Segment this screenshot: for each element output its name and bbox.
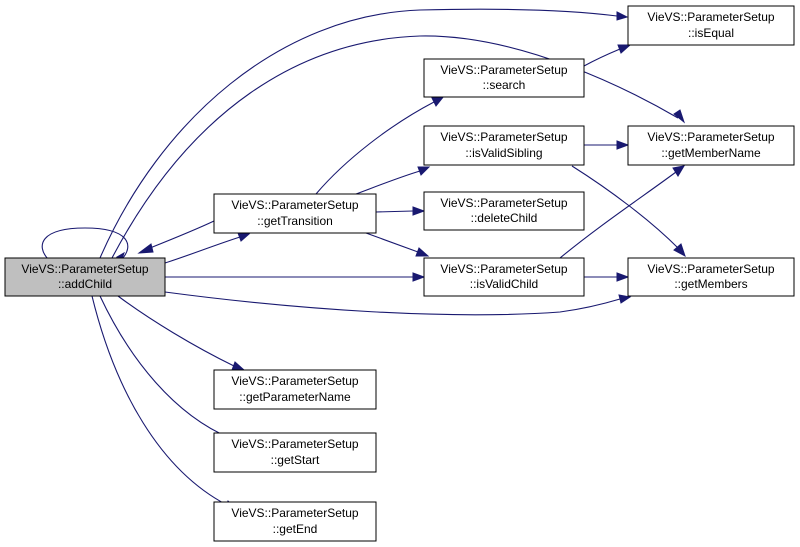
node-getStart[interactable]: VieVS::ParameterSetup ::getStart	[213, 432, 377, 473]
edge-search-isEqual	[583, 44, 632, 67]
node-isValidSibling[interactable]: VieVS::ParameterSetup ::isValidSibling	[423, 125, 585, 166]
edge-getTransition-isValidSibling	[355, 166, 431, 195]
edge-isValidSibling-getMembers	[571, 165, 686, 258]
node-getParameterName-class: VieVS::ParameterSetup	[231, 374, 359, 388]
edge-getTransition-isValidChild	[365, 232, 430, 257]
node-getEnd[interactable]: VieVS::ParameterSetup ::getEnd	[213, 501, 377, 542]
node-getMemberName-method: ::getMemberName	[661, 146, 761, 160]
edge-addChild-getTransition	[164, 232, 251, 264]
edge-isValidSibling-getMemberName	[584, 140, 630, 150]
node-getTransition[interactable]: VieVS::ParameterSetup ::getTransition	[213, 193, 377, 234]
node-isEqual[interactable]: VieVS::ParameterSetup ::isEqual	[627, 5, 795, 46]
edge-addChild-getStart	[99, 295, 242, 443]
node-getEnd-class: VieVS::ParameterSetup	[231, 506, 359, 520]
edges-layer	[41, 8, 686, 510]
node-deleteChild-method: ::deleteChild	[471, 211, 538, 225]
node-getMembers-method: ::getMembers	[674, 277, 747, 291]
node-addChild-class: VieVS::ParameterSetup	[21, 262, 149, 276]
node-search[interactable]: VieVS::ParameterSetup ::search	[423, 58, 585, 98]
node-search-class: VieVS::ParameterSetup	[440, 63, 568, 77]
node-getMembers[interactable]: VieVS::ParameterSetup ::getMembers	[627, 257, 795, 297]
node-getMemberName-class: VieVS::ParameterSetup	[647, 130, 775, 144]
edge-isValidChild-getMemberName	[559, 165, 685, 259]
edge-addChild-getMembers	[164, 291, 632, 316]
node-isEqual-method: ::isEqual	[688, 26, 734, 40]
node-getTransition-method: ::getTransition	[257, 214, 333, 228]
node-isValidSibling-class: VieVS::ParameterSetup	[440, 130, 568, 144]
nodes-layer: VieVS::ParameterSetup ::addChild VieVS::…	[4, 5, 795, 542]
node-getStart-class: VieVS::ParameterSetup	[231, 437, 359, 451]
node-getEnd-method: ::getEnd	[273, 522, 318, 536]
node-getParameterName-method: ::getParameterName	[239, 390, 351, 404]
node-isValidSibling-method: ::isValidSibling	[465, 146, 542, 160]
node-isEqual-class: VieVS::ParameterSetup	[647, 10, 775, 24]
node-getMemberName[interactable]: VieVS::ParameterSetup ::getMemberName	[627, 125, 795, 166]
edge-addChild-isValidChild	[165, 272, 426, 282]
node-getStart-method: ::getStart	[271, 453, 320, 467]
edge-isValidChild-getMembers	[584, 272, 630, 282]
edge-addChild-isEqual	[99, 8, 629, 259]
node-addChild[interactable]: VieVS::ParameterSetup ::addChild	[4, 257, 166, 297]
node-deleteChild-class: VieVS::ParameterSetup	[440, 196, 568, 210]
node-isValidChild-method: ::isValidChild	[470, 277, 538, 291]
node-getParameterName[interactable]: VieVS::ParameterSetup ::getParameterName	[213, 369, 377, 410]
node-getMembers-class: VieVS::ParameterSetup	[647, 262, 775, 276]
edge-addChild-getMemberName	[111, 35, 686, 259]
edge-getTransition-deleteChild	[375, 206, 426, 216]
edge-addChild-addChild	[41, 227, 129, 260]
edge-getTransition-addChild	[137, 220, 215, 254]
node-isValidChild[interactable]: VieVS::ParameterSetup ::isValidChild	[423, 257, 585, 297]
node-getTransition-class: VieVS::ParameterSetup	[231, 198, 359, 212]
node-addChild-method: ::addChild	[58, 277, 112, 291]
node-search-method: ::search	[483, 78, 526, 92]
node-deleteChild[interactable]: VieVS::ParameterSetup ::deleteChild	[423, 191, 585, 231]
node-isValidChild-class: VieVS::ParameterSetup	[440, 262, 568, 276]
